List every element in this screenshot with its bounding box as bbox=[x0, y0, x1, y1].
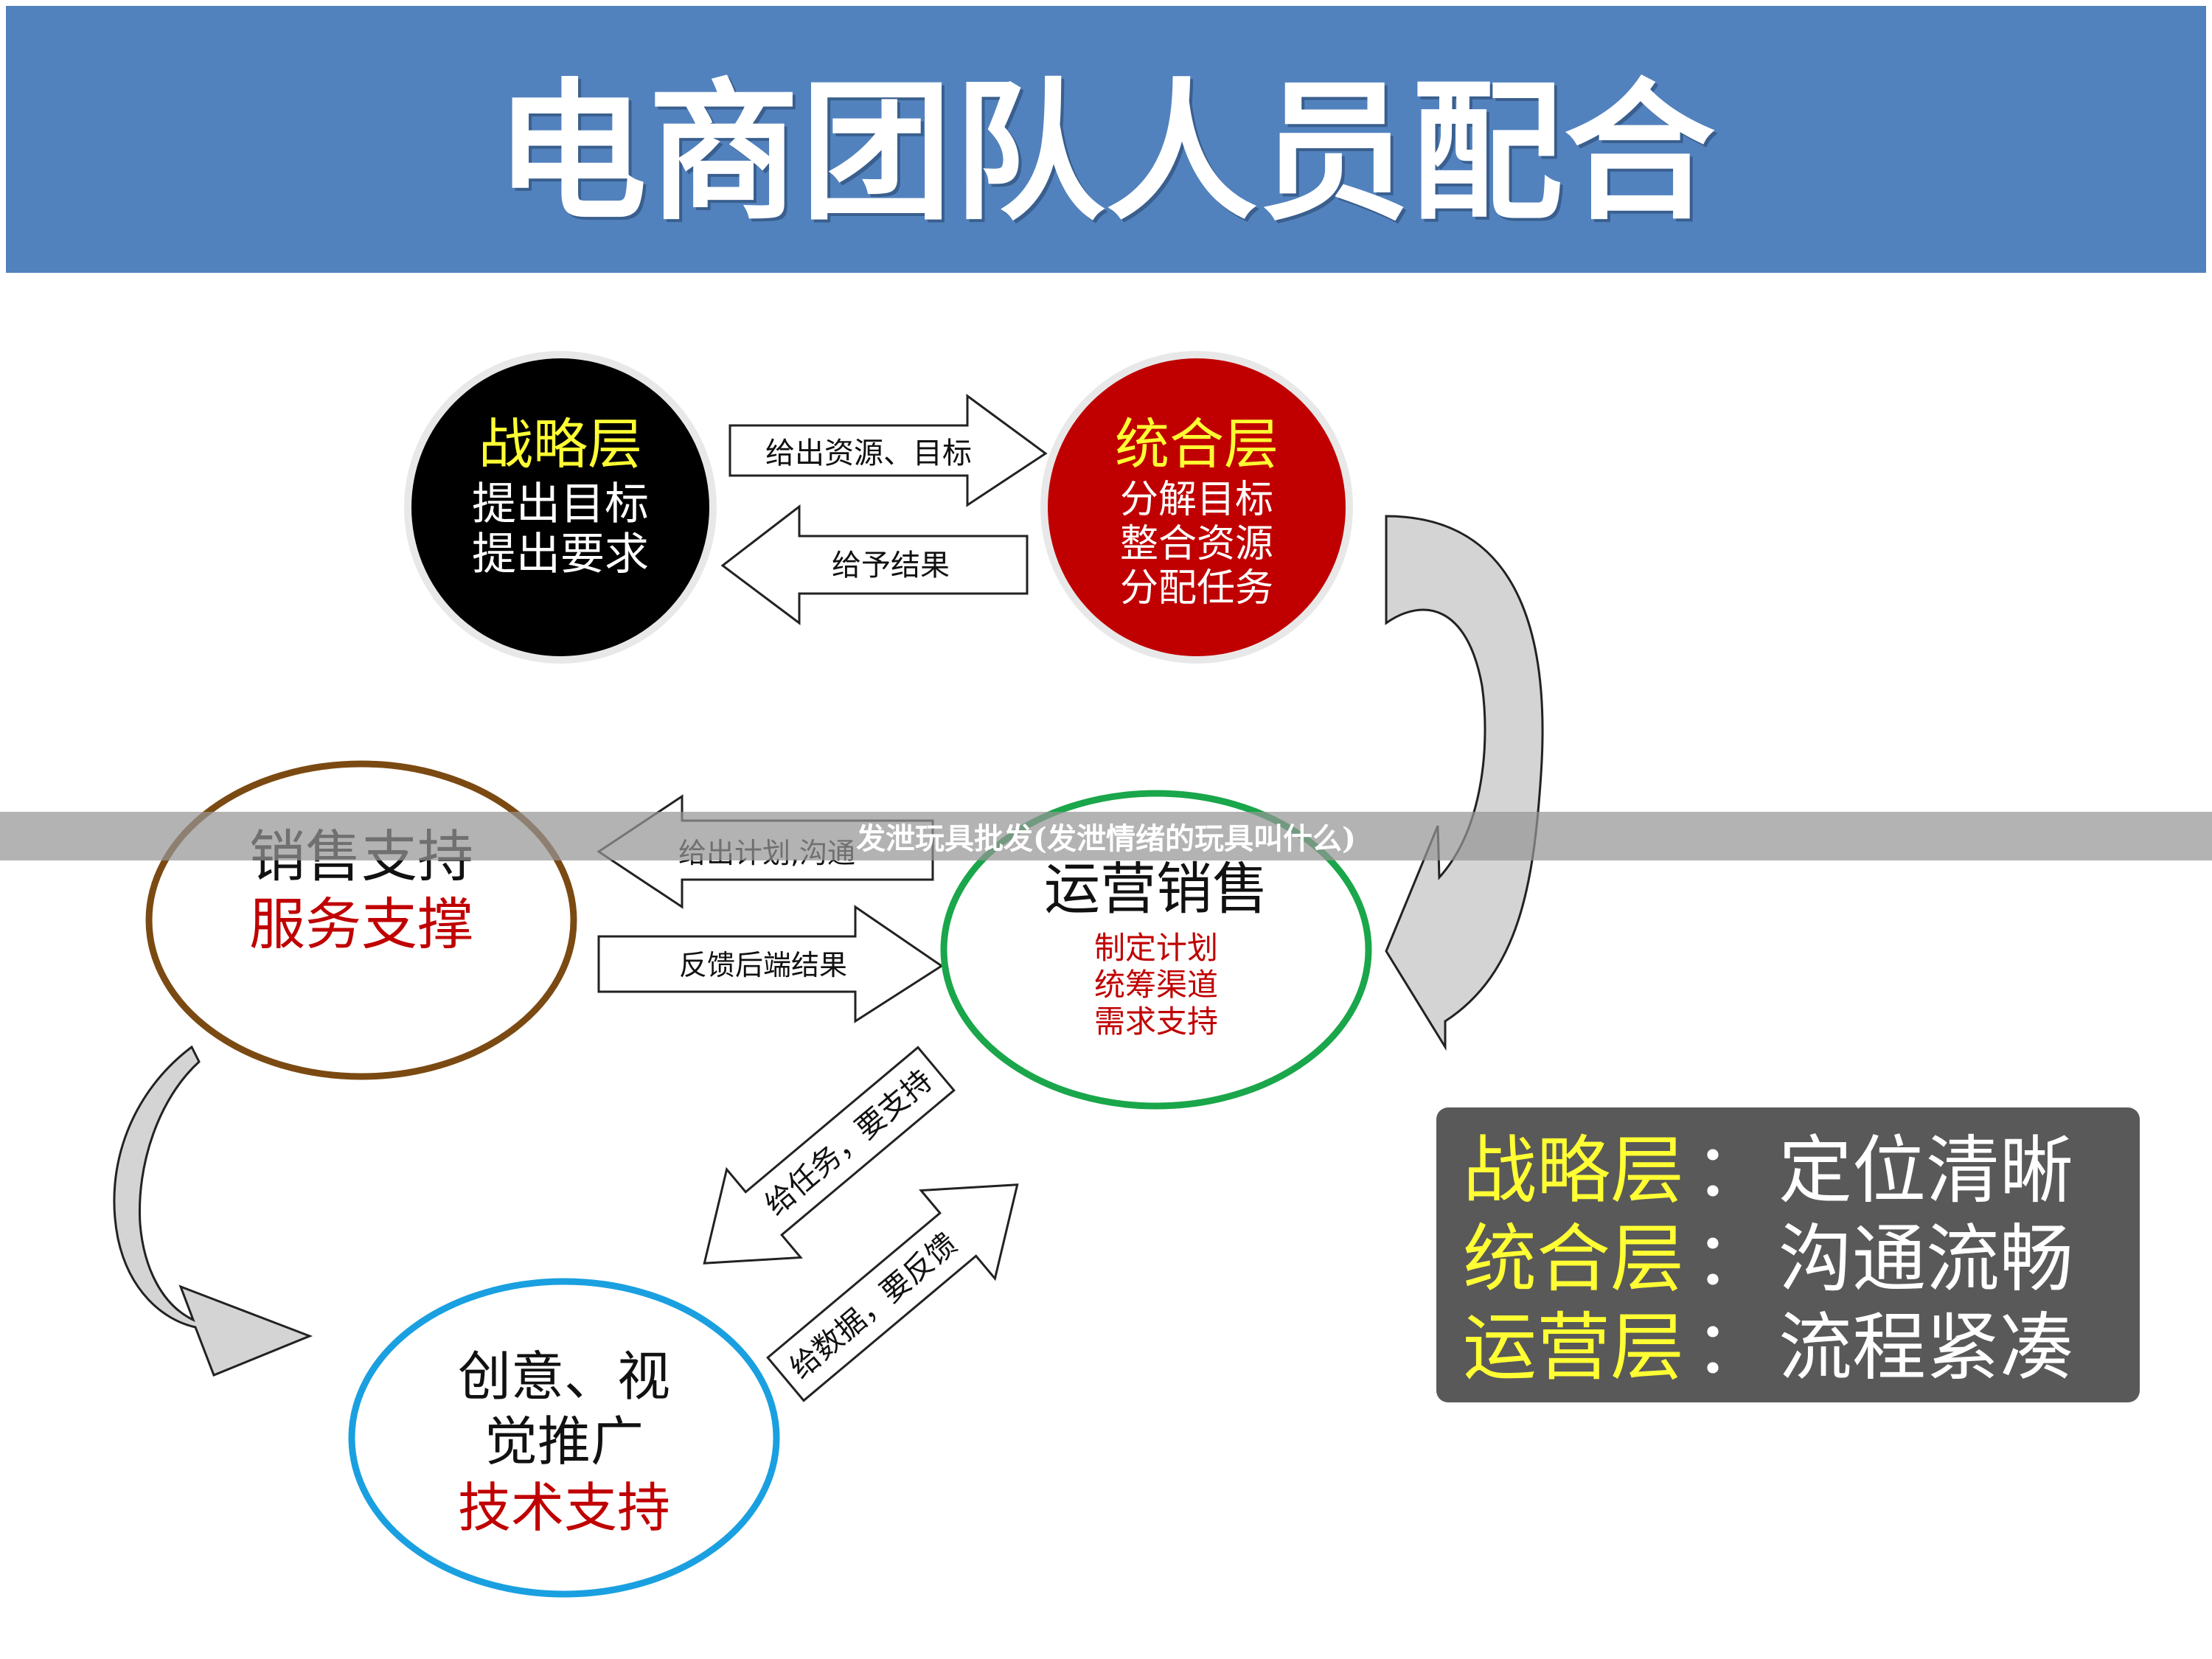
operations-line-2: 统筹渠道 bbox=[1094, 967, 1218, 1003]
page-title: 电商团队人员配合 bbox=[495, 65, 1717, 241]
operations-title: 运营销售 bbox=[1044, 856, 1268, 922]
node-operations: 运营销售 制定计划 统筹渠道 需求支持 bbox=[940, 790, 1372, 1110]
arrow-strategy-to-integration: 给出资源、目标 bbox=[728, 394, 1048, 507]
label-feedback-results: 反馈后端结果 bbox=[679, 949, 847, 981]
curve-arrow-sales-to-creative bbox=[113, 1045, 313, 1377]
creative-title-line-2: 觉推广 bbox=[484, 1411, 644, 1472]
node-integration: 统合层 分解目标 整合资源 分配任务 bbox=[1040, 351, 1353, 664]
legend-key: 运营层 bbox=[1463, 1304, 1684, 1391]
strategy-line-2: 提出要求 bbox=[472, 529, 649, 580]
legend-panel: 战略层：定位清晰 统合层：沟通流畅 运营层：流程紧凑 bbox=[1436, 1107, 2140, 1402]
legend-key: 统合层 bbox=[1463, 1216, 1684, 1302]
legend-separator: ： bbox=[1694, 1127, 1768, 1214]
operations-line-1: 制定计划 bbox=[1094, 930, 1218, 966]
legend-value: 定位清晰 bbox=[1778, 1127, 2073, 1214]
creative-subtitle: 技术支持 bbox=[458, 1477, 670, 1539]
operations-line-3: 需求支持 bbox=[1094, 1004, 1218, 1040]
legend-key: 战略层 bbox=[1463, 1127, 1684, 1214]
creative-title-line-1: 创意、视 bbox=[458, 1346, 670, 1408]
integration-line-2: 整合资源 bbox=[1120, 522, 1273, 566]
arrow-sales-to-operations: 反馈后端结果 bbox=[597, 905, 944, 1023]
header-banner: 电商团队人员配合 bbox=[6, 6, 2206, 273]
integration-line-3: 分配任务 bbox=[1120, 566, 1273, 611]
legend-row-operations: 运营层：流程紧凑 bbox=[1463, 1304, 2140, 1392]
legend-separator: ： bbox=[1694, 1216, 1768, 1302]
watermark-band: 发泄玩具批发(发泄情绪的玩具叫什么) bbox=[0, 812, 2212, 860]
strategy-line-1: 提出目标 bbox=[472, 479, 649, 530]
label-give-resources: 给出资源、目标 bbox=[765, 437, 972, 470]
node-creative: 创意、视 觉推广 技术支持 bbox=[348, 1278, 780, 1598]
label-give-results: 给予结果 bbox=[832, 549, 950, 582]
legend-row-strategy: 战略层：定位清晰 bbox=[1463, 1127, 2140, 1215]
legend-separator: ： bbox=[1694, 1304, 1768, 1391]
legend-value: 流程紧凑 bbox=[1778, 1304, 2073, 1391]
integration-line-1: 分解目标 bbox=[1120, 478, 1273, 522]
label-task-support: 给任务，要支持 bbox=[759, 1063, 939, 1222]
node-sales-support: 销售支持 服务支撑 bbox=[145, 760, 577, 1080]
integration-title: 统合层 bbox=[1115, 413, 1279, 476]
legend-value: 沟通流畅 bbox=[1778, 1216, 2073, 1302]
label-data-feedback: 给数据，要反馈 bbox=[784, 1227, 964, 1385]
curve-arrow-integration-to-operations bbox=[1385, 515, 1544, 1051]
node-strategy: 战略层 提出目标 提出要求 bbox=[404, 351, 717, 664]
strategy-title: 战略层 bbox=[479, 413, 642, 476]
legend-row-integration: 统合层：沟通流畅 bbox=[1463, 1215, 2140, 1304]
watermark-text: 发泄玩具批发(发泄情绪的玩具叫什么) bbox=[856, 821, 1356, 856]
sales-support-subtitle: 服务支撑 bbox=[249, 891, 473, 957]
arrow-integration-to-strategy: 给予结果 bbox=[720, 504, 1029, 625]
